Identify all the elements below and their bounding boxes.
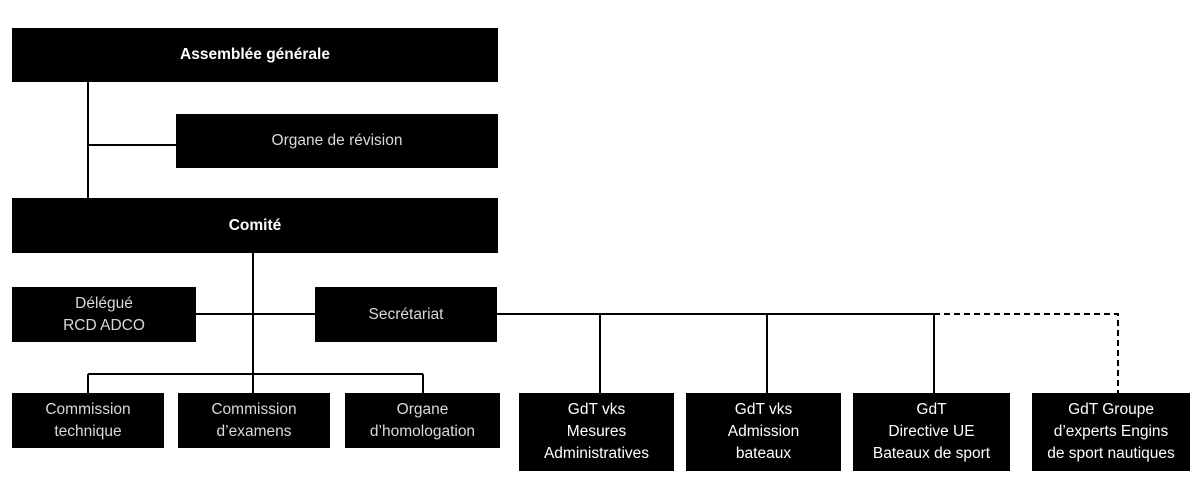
wg-admin-measures-box: GdT vks Mesures Administratives: [519, 393, 674, 471]
exam-commission-line-2: d’examens: [216, 422, 292, 440]
secretariat-label: Secrétariat: [368, 305, 444, 323]
homologation-body-line-1: Organe: [396, 400, 449, 418]
wg-expert-group-line-2: d’experts Engins: [1053, 423, 1169, 440]
wg-boat-admission-line-1: GdT vks: [734, 401, 793, 418]
audit-body-box: Organe de révision: [176, 114, 498, 168]
secretariat-box: Secrétariat: [315, 287, 497, 342]
technical-commission-line-2: technique: [54, 422, 122, 440]
wg-admin-measures-line-2: Mesures: [566, 423, 627, 440]
wg-expert-group-line-3: de sport nautiques: [1047, 445, 1175, 462]
wg-expert-group-box: GdT Groupe d’experts Engins de sport nau…: [1032, 393, 1190, 471]
delegate-line-2: RCD ADCO: [63, 316, 145, 334]
wg-eu-directive-line-1: GdT: [916, 401, 947, 418]
exam-commission-line-1: Commission: [211, 400, 297, 418]
delegate-box: Délégué RCD ADCO: [12, 287, 196, 342]
connector-expert-group-dashed: [934, 313, 1119, 393]
general-assembly-box: Assemblée générale: [12, 28, 498, 82]
wg-admin-measures-line-1: GdT vks: [567, 401, 626, 418]
wg-boat-admission-box: GdT vks Admission bateaux: [686, 393, 841, 471]
delegate-line-1: Délégué: [75, 294, 133, 312]
wg-admin-measures-line-3: Administratives: [543, 445, 650, 462]
committee-box: Comité: [12, 198, 498, 253]
wg-boat-admission-line-2: Admission: [727, 423, 800, 440]
wg-expert-group-line-1: GdT Groupe: [1068, 401, 1154, 418]
wg-eu-directive-box: GdT Directive UE Bateaux de sport: [853, 393, 1010, 471]
committee-label: Comité: [228, 216, 282, 234]
wg-eu-directive-line-3: Bateaux de sport: [872, 445, 991, 462]
general-assembly-label: Assemblée générale: [180, 46, 330, 63]
wg-boat-admission-line-3: bateaux: [735, 445, 792, 462]
audit-body-label: Organe de révision: [271, 132, 403, 149]
homologation-body-line-2: d’homologation: [369, 422, 476, 440]
technical-commission-line-1: Commission: [45, 400, 131, 418]
homologation-body-box: Organe d’homologation: [345, 393, 500, 448]
wg-eu-directive-line-2: Directive UE: [888, 423, 975, 440]
exam-commission-box: Commission d’examens: [178, 393, 330, 448]
technical-commission-box: Commission technique: [12, 393, 164, 448]
